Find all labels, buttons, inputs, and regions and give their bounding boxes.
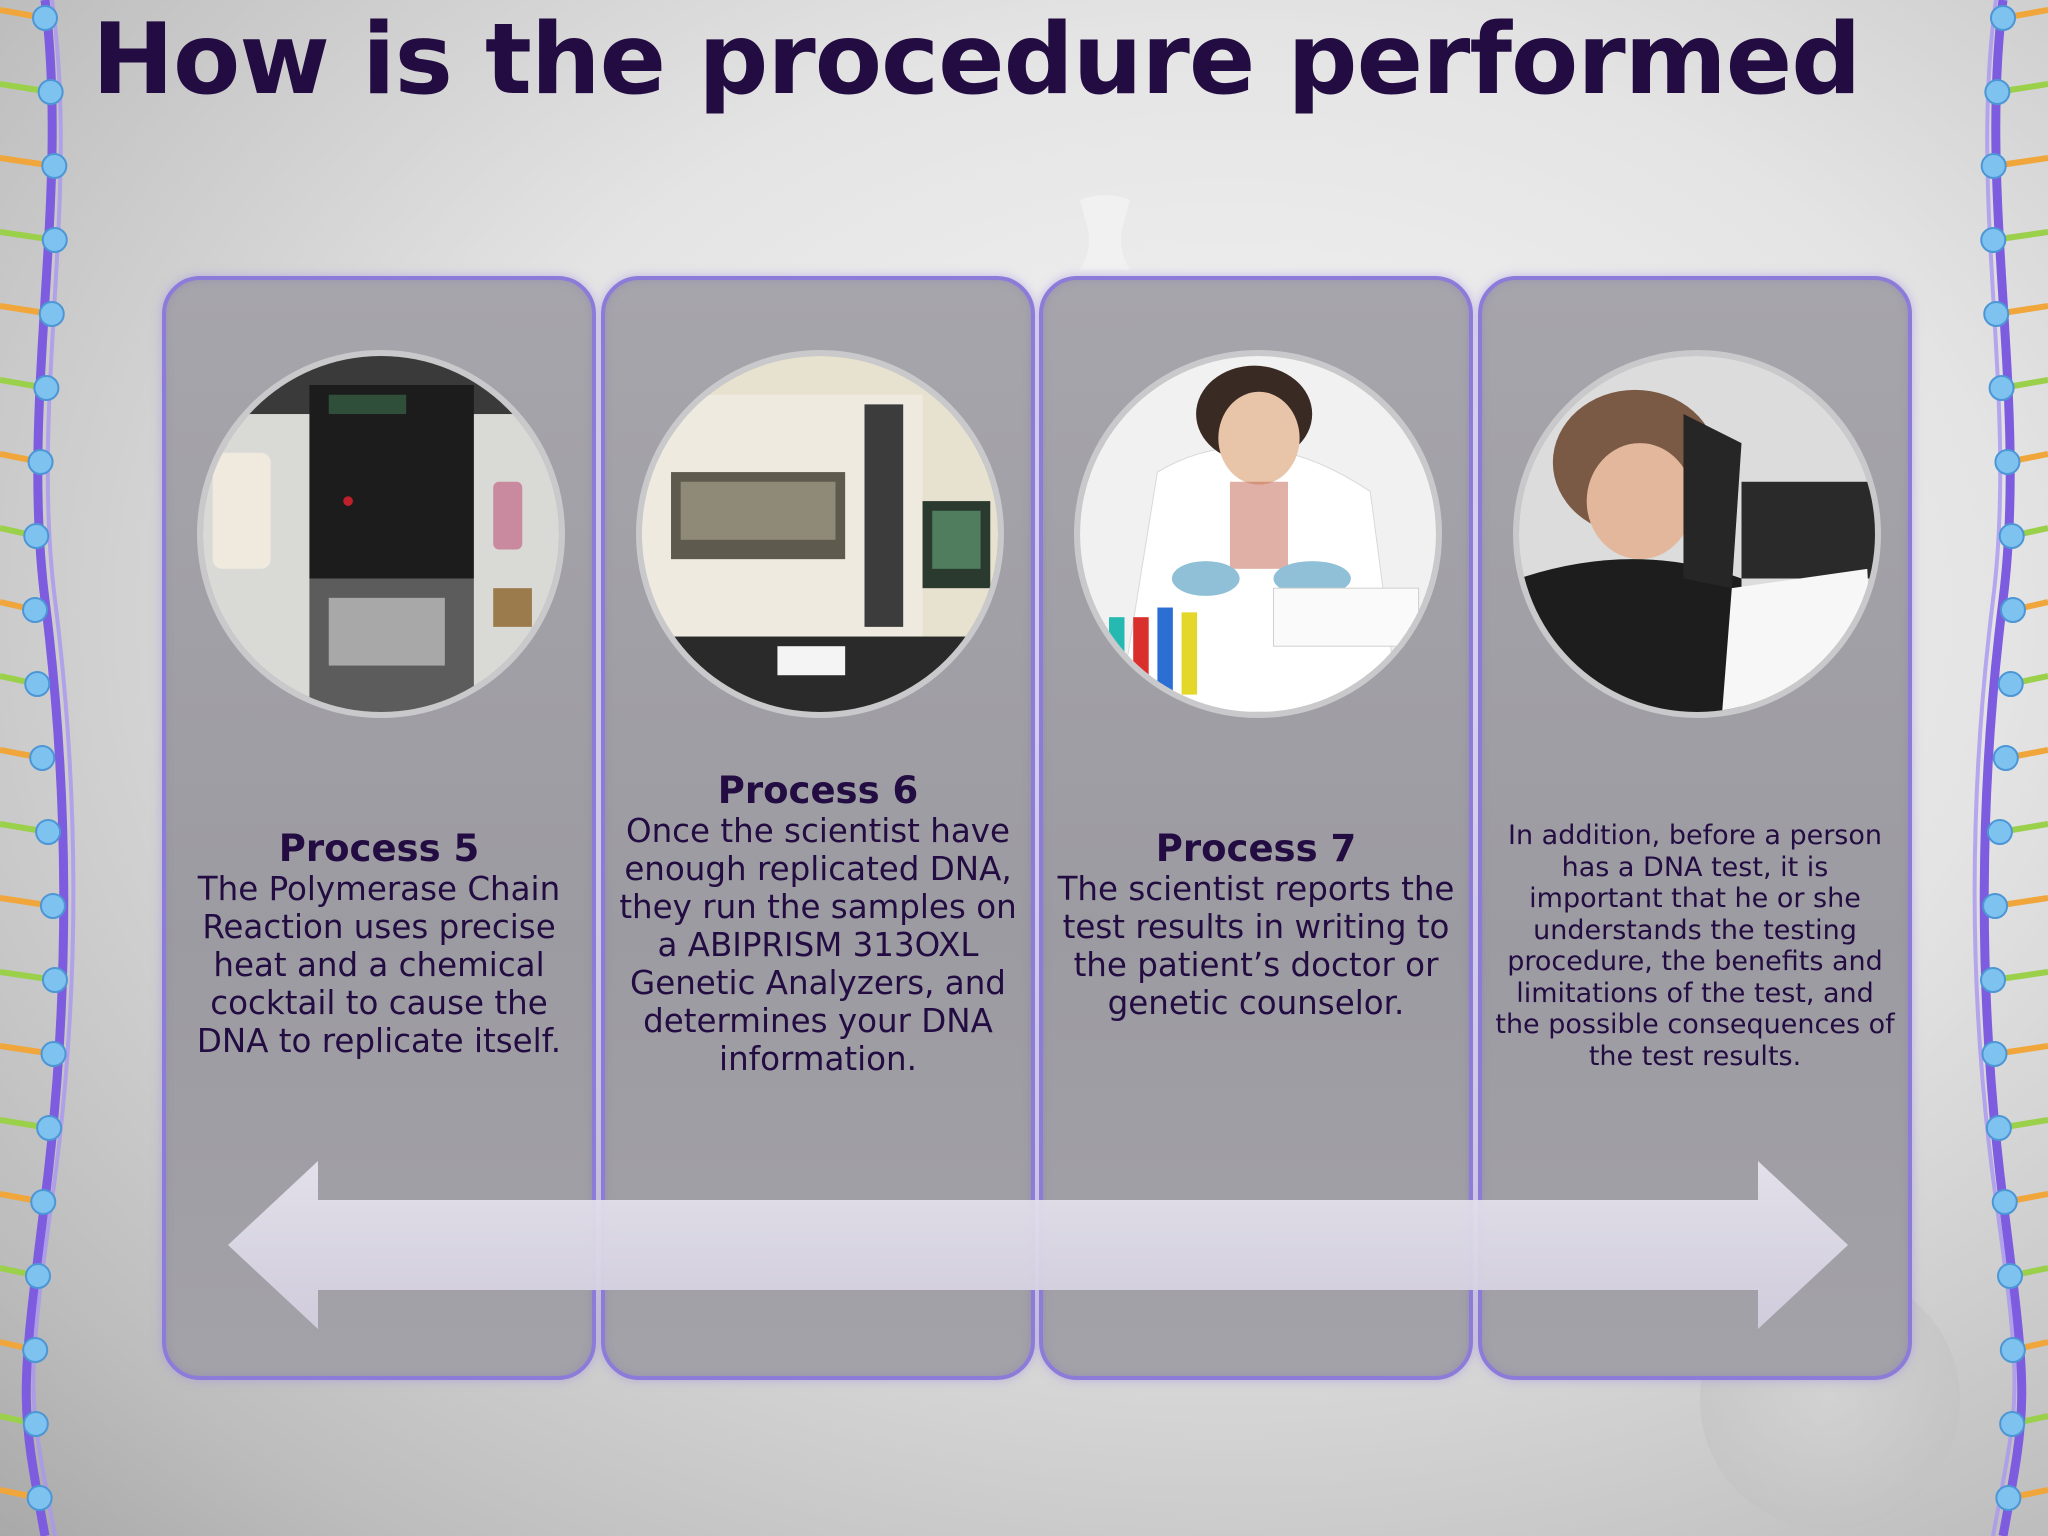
- stressed-person-photo: [1513, 350, 1881, 718]
- helix-bead: [1982, 893, 2009, 919]
- process-5-card: Process 5 The Polymerase Chain Reaction …: [162, 276, 596, 1380]
- process-title: Process 6: [717, 769, 919, 812]
- helix-bead: [30, 1189, 57, 1215]
- scientist-writing-photo: [1074, 350, 1442, 718]
- helix-bead: [32, 5, 58, 31]
- process-6-card: Process 6 Once the scientist have enough…: [601, 276, 1035, 1380]
- genetic-analyzer-photo: [636, 350, 1004, 718]
- flask-icon: [1080, 195, 1130, 270]
- helix-bead: [1999, 1411, 2026, 1437]
- helix-bead: [36, 1115, 63, 1141]
- helix-bead: [41, 967, 68, 993]
- helix-bead: [25, 1263, 52, 1289]
- helix-bead: [26, 1485, 53, 1511]
- helix-bead: [1981, 1041, 2008, 1067]
- helix-bead: [29, 745, 56, 771]
- helix-bead: [1983, 301, 2010, 327]
- helix-bead: [1988, 375, 2015, 401]
- helix-bead: [1985, 1115, 2012, 1141]
- helix-bead: [1986, 819, 2013, 845]
- dna-helix-left-decoration: [0, 0, 76, 1536]
- helix-bead: [1980, 227, 2007, 253]
- process-description: The Polymerase Chain Reaction uses preci…: [196, 870, 562, 1060]
- helix-bead: [1980, 153, 2007, 179]
- slide-title: How is the procedure performed: [92, 3, 1861, 117]
- helix-bead: [24, 671, 51, 697]
- process-7-card: Process 7 The scientist reports the test…: [1039, 276, 1473, 1380]
- helix-bead: [22, 1337, 49, 1363]
- helix-bead: [23, 523, 50, 549]
- helix-bead: [37, 79, 64, 105]
- helix-bead: [1984, 79, 2011, 105]
- helix-bead: [22, 597, 49, 623]
- helix-bead: [22, 1411, 49, 1437]
- helix-bead: [35, 819, 62, 845]
- pcr-machine-photo: [197, 350, 565, 718]
- helix-bead: [1997, 671, 2024, 697]
- dna-helix-right-decoration: [1972, 0, 2048, 1536]
- helix-bead: [1996, 1263, 2023, 1289]
- helix-bead: [1990, 5, 2016, 31]
- helix-bead: [1999, 1337, 2026, 1363]
- helix-bead: [1995, 1485, 2022, 1511]
- helix-bead: [1980, 967, 2007, 993]
- process-description: Once the scientist have enough replicate…: [619, 812, 1017, 1078]
- helix-bead: [40, 1041, 67, 1067]
- helix-bead: [1991, 1189, 2018, 1215]
- helix-bead: [33, 375, 60, 401]
- process-title: Process 5: [278, 827, 480, 870]
- counseling-description: In addition, before a person has a DNA t…: [1495, 820, 1895, 1072]
- helix-bead: [1994, 449, 2021, 475]
- helix-bead: [1998, 523, 2025, 549]
- helix-bead: [39, 893, 66, 919]
- double-headed-arrow-icon: [228, 1161, 1848, 1329]
- process-title: Process 7: [1155, 827, 1357, 870]
- process-description: The scientist reports the test results i…: [1057, 870, 1455, 1022]
- counseling-note-card: In addition, before a person has a DNA t…: [1478, 276, 1912, 1380]
- helix-bead: [27, 449, 54, 475]
- helix-bead: [41, 227, 68, 253]
- helix-bead: [1999, 597, 2026, 623]
- helix-bead: [38, 301, 65, 327]
- helix-bead: [41, 153, 68, 179]
- helix-bead: [1992, 745, 2019, 771]
